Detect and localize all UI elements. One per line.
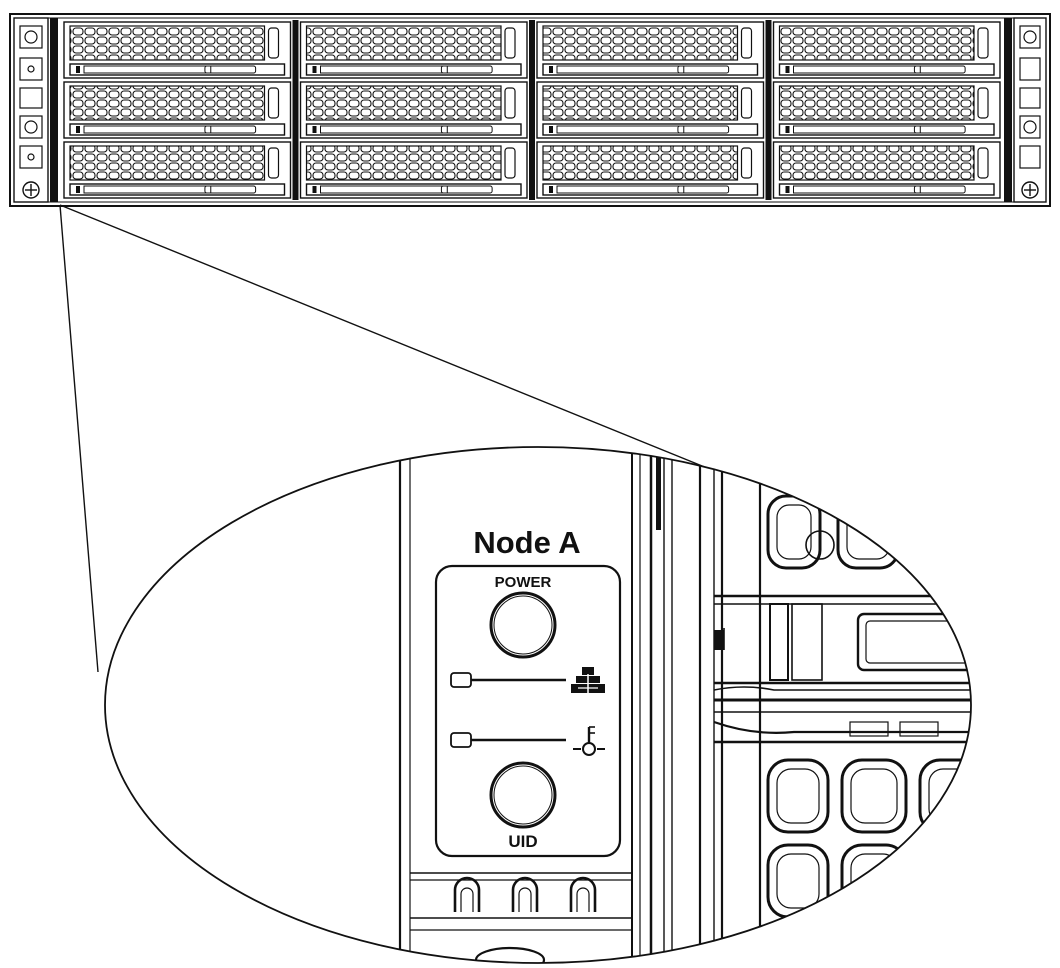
drive-bay[interactable] bbox=[772, 141, 1001, 199]
uid-button[interactable] bbox=[489, 761, 557, 829]
left-rack-ear bbox=[13, 17, 58, 203]
right-rack-ear bbox=[1004, 17, 1047, 203]
drive-bay[interactable] bbox=[772, 21, 1001, 79]
drive-bay[interactable] bbox=[536, 81, 765, 139]
right-thumbscrew bbox=[1021, 181, 1039, 199]
drive-bay-grid bbox=[63, 20, 1001, 200]
power-label: POWER bbox=[495, 574, 552, 591]
uid-label: UID bbox=[508, 832, 537, 851]
drive-bay[interactable] bbox=[772, 81, 1001, 139]
bay-divider bbox=[529, 20, 535, 200]
drive-bay[interactable] bbox=[299, 21, 528, 79]
drive-bay[interactable] bbox=[536, 21, 765, 79]
drive-bay[interactable] bbox=[63, 141, 292, 199]
left-thumbscrew bbox=[22, 181, 40, 199]
system-info-icon bbox=[573, 726, 605, 756]
drive-bay[interactable] bbox=[63, 21, 292, 79]
drive-bay[interactable] bbox=[299, 81, 528, 139]
network-activity-icon bbox=[571, 667, 605, 693]
drive-bay[interactable] bbox=[536, 141, 765, 199]
chassis-front bbox=[9, 13, 1051, 207]
node-label: Node A bbox=[473, 525, 580, 560]
drive-bay[interactable] bbox=[299, 141, 528, 199]
power-button[interactable] bbox=[489, 591, 557, 659]
zoom-guide-lines bbox=[59, 204, 713, 673]
magnified-callout: Node A POWER bbox=[104, 446, 972, 964]
info-led-indicator bbox=[450, 726, 605, 756]
drive-bay[interactable] bbox=[63, 81, 292, 139]
network-led-indicator bbox=[450, 667, 605, 693]
bay-divider bbox=[292, 20, 299, 200]
bay-divider bbox=[765, 20, 772, 200]
control-panel: POWER bbox=[434, 564, 622, 858]
